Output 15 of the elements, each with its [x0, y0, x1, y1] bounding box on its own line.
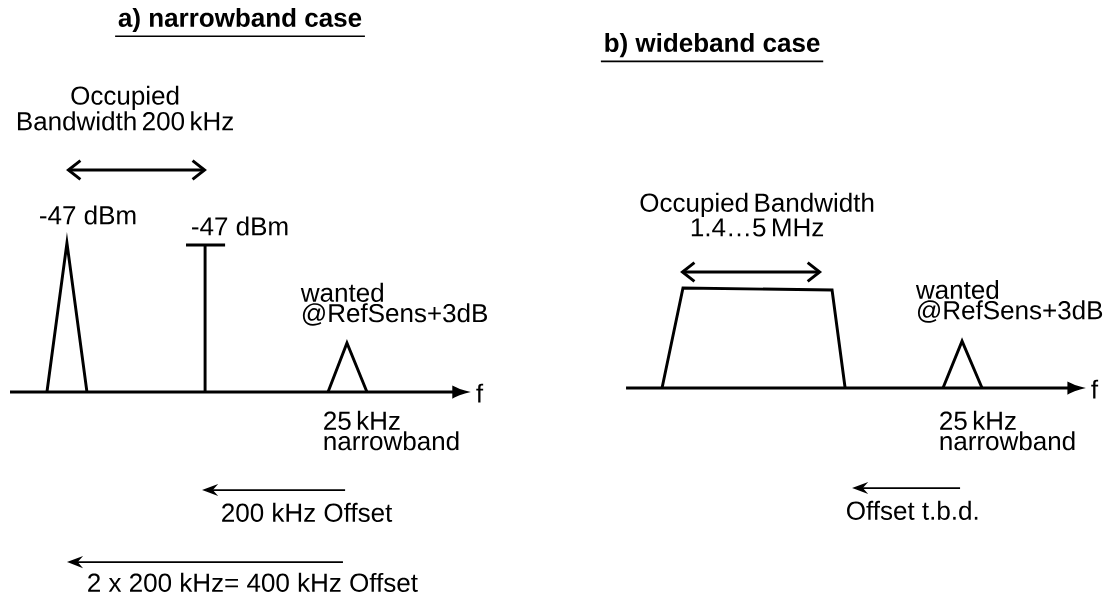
axis-label: f — [476, 383, 484, 403]
annotation: Offset t.b.d. — [847, 500, 978, 520]
axis-label: f — [1091, 379, 1099, 399]
annotation: wanted @RefSens+3dB — [300, 282, 487, 326]
annotation: Occupied Bandwidth 200 kHz — [18, 85, 233, 131]
panel-title: a) narrowband case — [114, 7, 366, 38]
annotation: Occupied Bandwidth 1.4…5 MHz — [640, 192, 874, 237]
annotation: 25 kHz narrowband — [940, 410, 1075, 451]
panel-title: b) wideband case — [600, 32, 824, 63]
annotation: 25 kHz narrowband — [324, 410, 459, 451]
level-label: -47 dBm — [192, 216, 288, 236]
level-label: -47 dBm — [40, 205, 136, 225]
annotation: 200 kHz Offset — [222, 502, 393, 522]
annotation: 2 x 200 kHz= 400 kHz Offset — [88, 572, 418, 592]
annotation: wanted @RefSens+3dB — [915, 279, 1103, 323]
